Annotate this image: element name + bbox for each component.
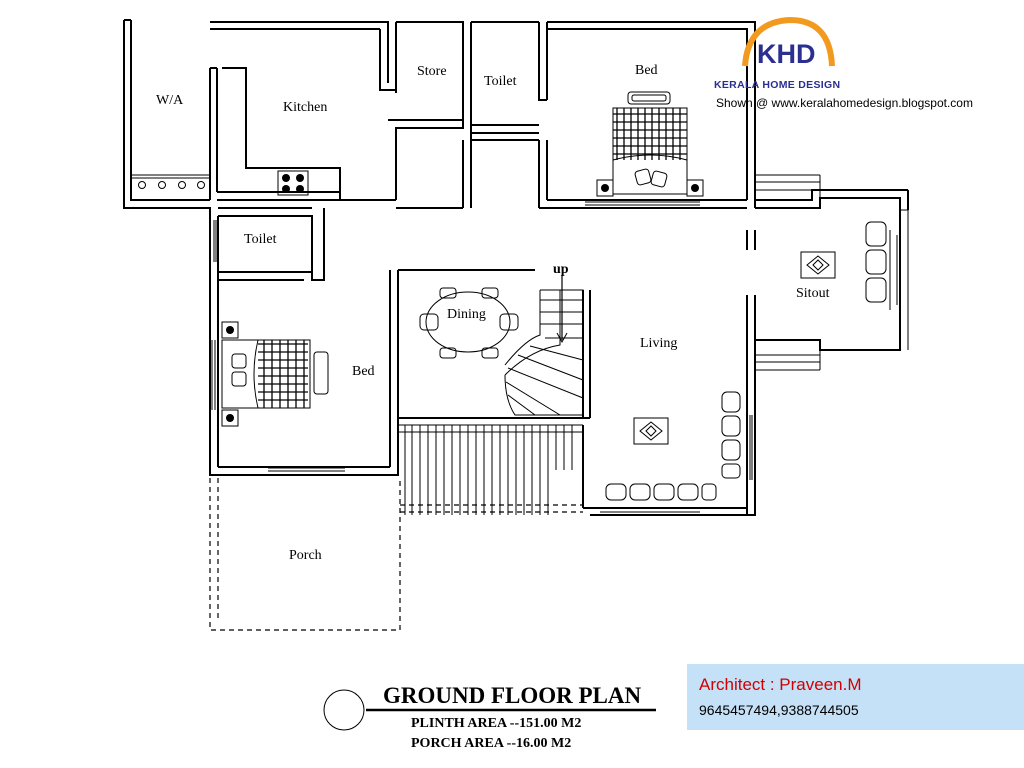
label-porch: Porch	[289, 548, 322, 563]
title-block: GROUND FLOOR PLAN PLINTH AREA --151.00 M…	[323, 683, 656, 751]
logo-swoosh	[742, 16, 835, 67]
porch-area: PORCH AREA --16.00 M2	[411, 736, 571, 751]
label-toilet-left: Toilet	[244, 232, 277, 247]
label-toilet-top: Toilet	[484, 74, 517, 89]
wash-area-basins	[138, 181, 205, 189]
bed-icon-left	[221, 321, 329, 427]
sitout-chairs-icon	[800, 221, 887, 303]
label-store: Store	[417, 64, 447, 79]
label-up: up	[553, 262, 569, 277]
logo-subtitle: KERALA HOME DESIGN	[714, 79, 840, 91]
architect-name: Architect : Praveen.M	[699, 675, 862, 694]
walls	[123, 19, 909, 516]
architect-info-box: Architect : Praveen.M 9645457494,9388744…	[687, 664, 1024, 730]
label-dining: Dining	[447, 307, 486, 322]
label-living: Living	[640, 336, 677, 351]
architect-phone: 9645457494,9388744505	[699, 702, 859, 718]
porch-outline	[209, 478, 583, 631]
staircase-icon	[504, 275, 584, 416]
logo-brand: KHD	[757, 39, 816, 69]
shown-at-text: Shown @ www.keralahomedesign.blogspot.co…	[716, 96, 973, 110]
khd-logo: KHD KERALA HOME DESIGN	[714, 16, 840, 91]
north-circle-icon	[323, 689, 365, 731]
label-kitchen: Kitchen	[283, 100, 327, 115]
label-wa: W/A	[156, 93, 184, 108]
bed-icon-top	[596, 91, 704, 197]
entrance-steps	[398, 424, 583, 515]
plan-title: GROUND FLOOR PLAN	[383, 683, 642, 708]
coffee-table-icon	[633, 417, 669, 445]
windows	[130, 174, 753, 513]
label-bed-top: Bed	[635, 63, 658, 78]
stove-icon	[277, 170, 309, 196]
sofa-set-icon	[605, 391, 741, 501]
label-sitout: Sitout	[796, 286, 830, 301]
plinth-area: PLINTH AREA --151.00 M2	[411, 716, 581, 731]
label-bed-left: Bed	[352, 364, 375, 379]
dining-table-icon	[419, 287, 519, 359]
